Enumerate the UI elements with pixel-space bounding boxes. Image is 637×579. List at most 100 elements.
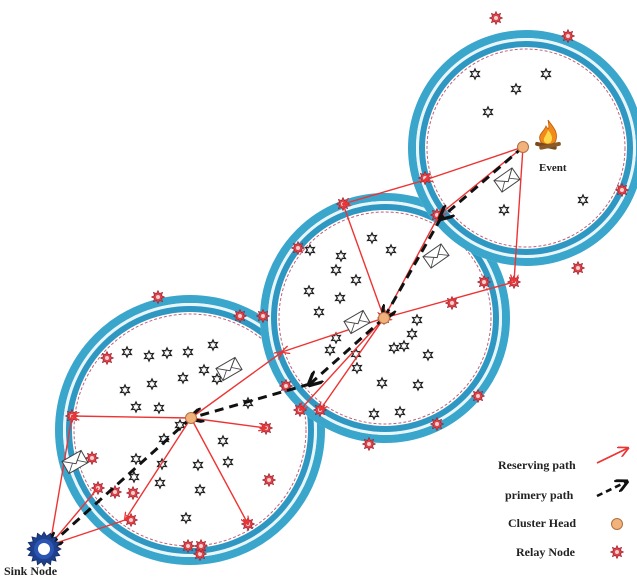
primary-path [50,145,524,545]
reserving-path-arrow [342,203,384,318]
sink-node-icon [26,531,62,567]
sensor-node-icon [350,273,362,287]
sensor-node-icon [143,349,155,363]
envelope-icon [215,356,243,382]
cluster-heads [185,141,529,424]
reserving-path-arrow [72,416,192,418]
sensor-node-icon [368,407,380,421]
relay-node-icon [255,308,271,324]
relay-node-icon [180,538,196,554]
sensor-node-icon [217,434,229,448]
sensor-node-icon [121,345,133,359]
relay-node-icon [560,28,576,44]
sensor-node-icon [130,452,142,466]
relay-node-icon [261,472,277,488]
relay-node-icon [476,274,492,290]
reserving-path-arrow [320,317,385,410]
reserving-path-arrow [50,415,73,545]
primary-path-arrow [50,416,193,545]
sensor-node-icon [335,249,347,263]
sensor-node-icon [351,361,363,375]
sensor-node-icon [385,243,397,257]
sensor-node-icon [398,339,410,353]
primary-path-arrow [191,382,311,418]
sensor-node-icon [146,377,158,391]
reserving-path-arrow [190,352,282,419]
sensor-node-icon [303,284,315,298]
cluster-head-icon [517,141,529,153]
relay-node-icon [290,240,306,256]
envelope-icon [493,167,521,193]
red-arrow-icon [596,448,628,464]
sensor-node-icon [411,313,423,327]
event-label: Event [539,162,567,174]
dashed-arrow-icon [596,482,626,498]
sensor-node-icon [540,67,552,81]
sensor-node-icon [422,348,434,362]
legend: Reserving path primery path Cluster Head… [498,448,628,560]
sensor-node-icon [130,400,142,414]
sensor-node-icon [313,305,325,319]
reserving-path-arrow [384,281,515,318]
sensor-node-icon [194,483,206,497]
sensor-node-icon [376,376,388,390]
reserving-path-arrow [300,317,385,410]
sensor-node-icon [198,363,210,377]
relay-node-icon [84,450,100,466]
relay-node-icon [470,388,486,404]
relay-node-icon [150,289,166,305]
relay-node-icon [609,544,625,560]
relay-node-icon [361,436,377,452]
sensor-node-icon [154,476,166,490]
sensor-node-icon [182,345,194,359]
sensor-node-icon [412,378,424,392]
primary-path-arrow [384,217,443,318]
fire-icon [535,119,561,150]
sensor-node-icon [498,203,510,217]
relay-node-icon [232,308,248,324]
message-envelopes [61,167,521,475]
sensor-node-icon [324,343,336,357]
primary-path-arrow [441,145,524,218]
envelope-icon [61,449,89,475]
relay-node-icon [125,485,141,501]
sensor-node-icon [304,243,316,257]
relay-node-icon [488,10,504,26]
sensor-node-icon [510,82,522,96]
cluster-rings [55,30,637,565]
sensor-nodes [119,67,589,525]
reserving-path-arrow [190,417,248,524]
sensor-node-icon [192,458,204,472]
reserving-path-arrow [425,146,524,180]
sensor-node-icon [577,193,589,207]
relay-node-icon [99,350,115,366]
envelope-icon [343,309,371,335]
orange-dot-icon [611,518,623,530]
sensor-node-icon [388,341,400,355]
relay-node-icon [614,182,630,198]
cluster-head-icon [185,412,197,424]
cluster-head-icon [378,312,390,324]
legend-label-cluster-head: Cluster Head [508,516,576,530]
sensor-node-icon [222,455,234,469]
envelope-icon [422,243,450,269]
relay-node-icon [570,260,586,276]
reserving-paths [50,146,524,545]
legend-label-primery-path: primery path [505,488,574,502]
relay-node-icon [429,416,445,432]
sensor-node-icon [180,511,192,525]
relay-node-icon [123,512,139,528]
reserving-path-arrow [514,146,524,282]
legend-label-reserving-path: Reserving path [498,458,576,472]
reserving-path-arrow [125,417,192,520]
sensor-node-icon [394,405,406,419]
sensor-node-icon [482,105,494,119]
sensor-node-icon [469,67,481,81]
sensor-node-icon [334,291,346,305]
sensor-node-icon [153,401,165,415]
sensor-node-icon [330,263,342,277]
reserving-path-arrow [343,179,426,204]
sink-node-label: Sink Node [4,564,58,578]
primary-path-arrow [310,316,385,384]
